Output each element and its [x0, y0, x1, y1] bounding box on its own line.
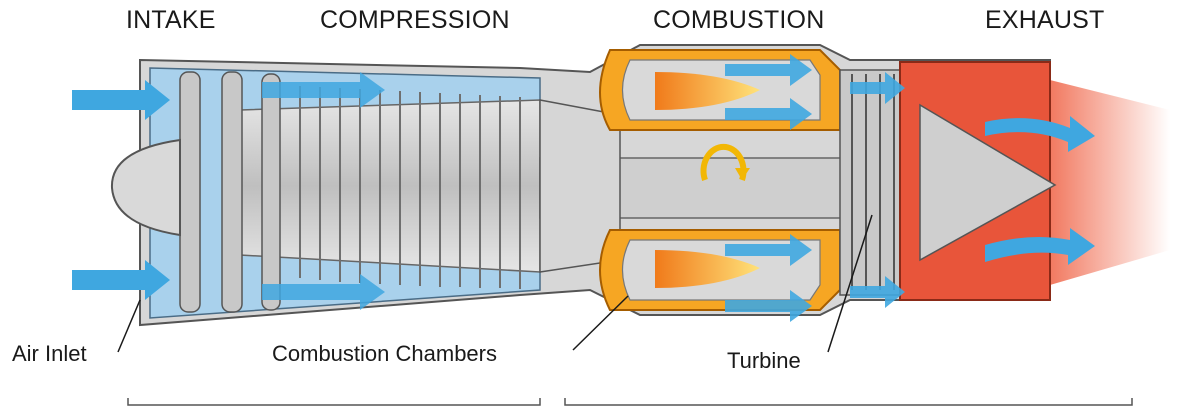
airflow-arrows [72, 54, 1095, 322]
compressor-drum [239, 99, 541, 273]
callout-lines [117, 214, 873, 353]
fan-stages [179, 71, 281, 313]
spinner [110, 138, 181, 237]
flame-top [655, 72, 760, 110]
rotation-arrow [700, 143, 747, 181]
flame-bottom [655, 250, 760, 288]
compressor-blades [299, 86, 521, 289]
turbine [839, 69, 901, 296]
section-brackets [127, 398, 1133, 406]
exhaust-cone [919, 103, 1057, 262]
callout-air-inlet: Air Inlet [12, 341, 87, 366]
callout-combustion-chambers: Combustion Chambers [272, 341, 497, 366]
stage-label-combustion: COMBUSTION [653, 6, 825, 34]
turbine-blades [851, 74, 895, 290]
stage-label-intake: INTAKE [126, 6, 216, 34]
stage-label-exhaust: EXHAUST [985, 6, 1105, 34]
stage-label-compression: COMPRESSION [320, 6, 510, 34]
callout-turbine: Turbine [727, 348, 801, 373]
